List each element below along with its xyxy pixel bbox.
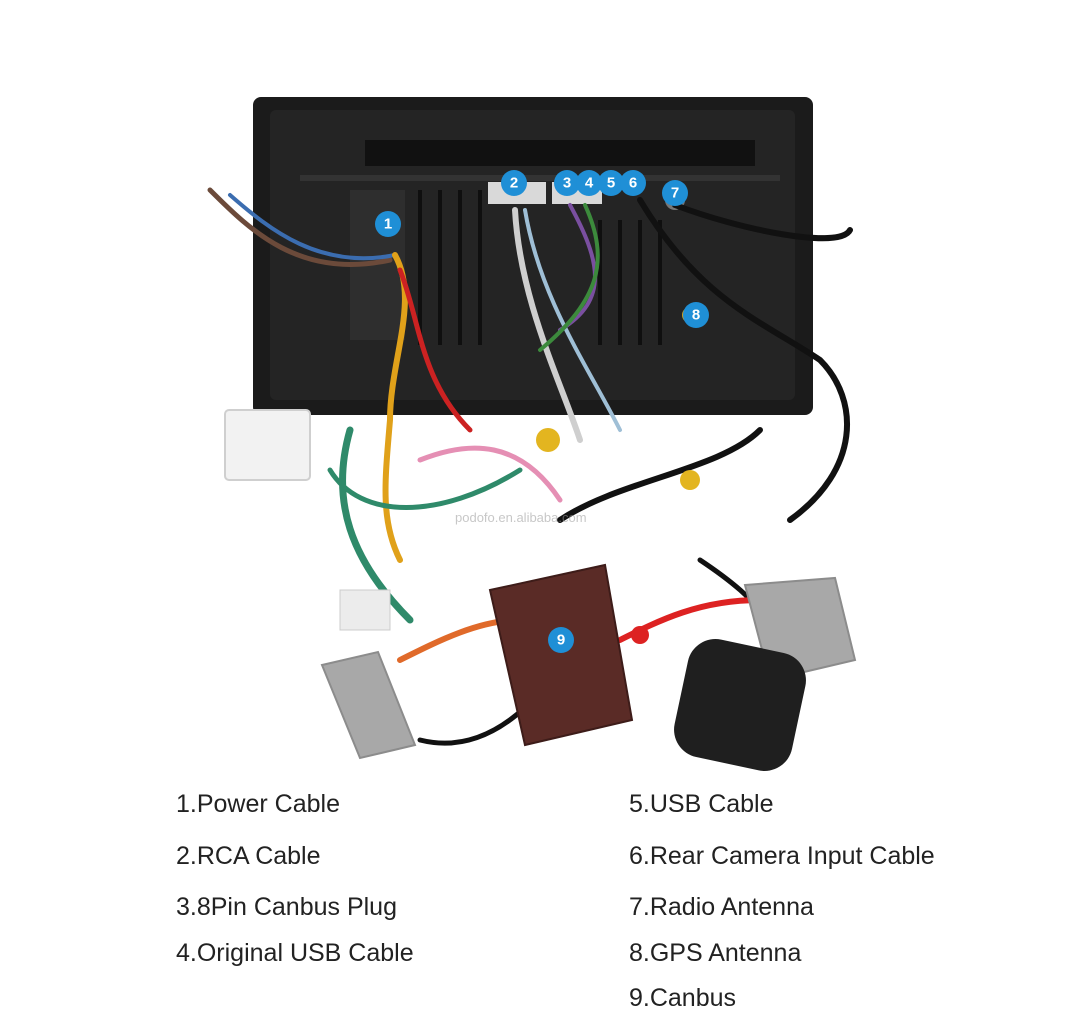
svg-text:8: 8 xyxy=(692,307,700,324)
legend-item-canbus: 9.Canbus xyxy=(629,984,737,1012)
svg-text:2: 2 xyxy=(510,175,518,192)
watermark-text: podofo.en.alibaba.com xyxy=(455,510,587,525)
marker-9-badge: 9 xyxy=(548,627,574,653)
svg-text:5: 5 xyxy=(607,175,615,192)
marker-5-badge: 5 xyxy=(598,170,624,196)
marker-6-badge: 6 xyxy=(620,170,646,196)
marker-1-badge: 1 xyxy=(375,211,401,237)
svg-text:3: 3 xyxy=(563,175,571,192)
legend-item-rca-cable: 2.RCA Cable xyxy=(176,842,321,870)
legend-item-rear-camera-input-cable: 6.Rear Camera Input Cable xyxy=(629,842,935,870)
marker-2-badge: 2 xyxy=(501,170,527,196)
radio-unit xyxy=(253,97,813,415)
marker-3-badge: 3 xyxy=(554,170,580,196)
canbus-box xyxy=(488,563,634,747)
marker-7-badge: 7 xyxy=(662,180,688,206)
marker-8-badge: 8 xyxy=(683,302,709,328)
legend-item-radio-antenna: 7.Radio Antenna xyxy=(629,893,814,921)
svg-text:1: 1 xyxy=(384,216,392,233)
svg-text:7: 7 xyxy=(671,185,679,202)
gps-antenna-puck xyxy=(674,639,806,771)
legend-item-usb-cable: 5.USB Cable xyxy=(629,790,774,818)
marker-4-badge: 4 xyxy=(576,170,602,196)
product-photo: podofo.en.alibaba.com 1 2 3 4 5 6 7 8 9 xyxy=(207,97,857,771)
legend-item-gps-antenna: 8.GPS Antenna xyxy=(629,939,802,967)
legend-item-canbus-plug: 3.8Pin Canbus Plug xyxy=(176,893,397,921)
svg-text:6: 6 xyxy=(629,175,637,192)
svg-text:4: 4 xyxy=(585,175,594,192)
svg-text:9: 9 xyxy=(557,632,565,649)
legend-item-power-cable: 1.Power Cable xyxy=(176,790,340,818)
legend-item-original-usb-cable: 4.Original USB Cable xyxy=(176,939,414,967)
